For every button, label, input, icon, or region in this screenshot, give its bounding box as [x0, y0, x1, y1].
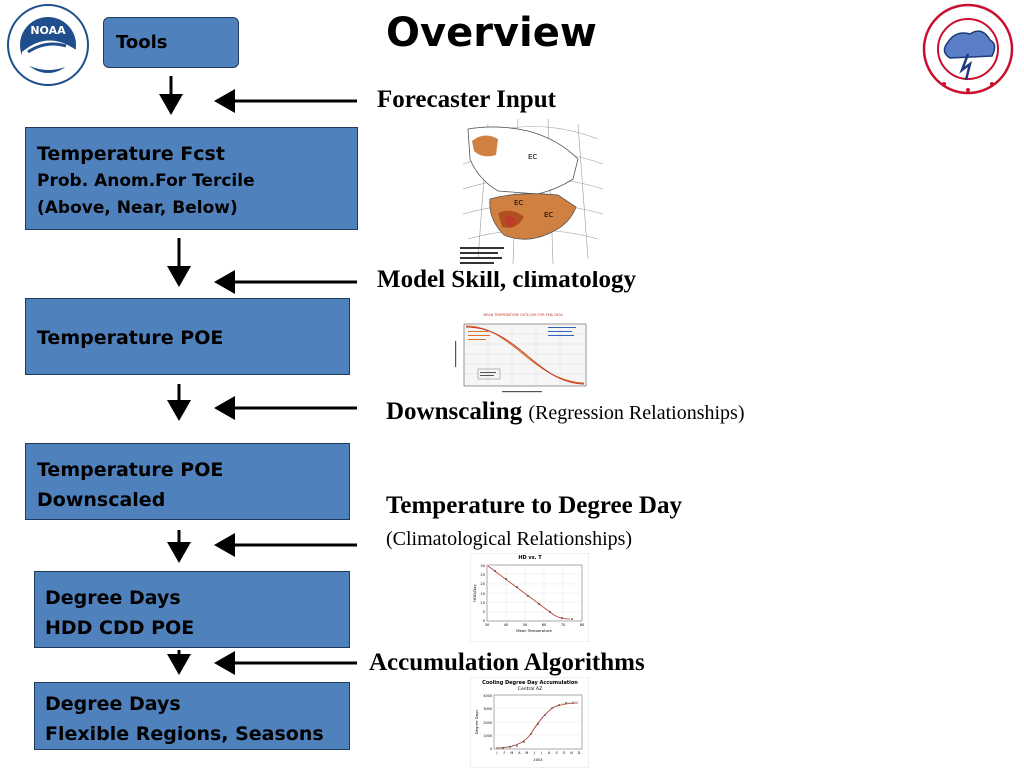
box-line: Prob. Anom.For Tercile: [37, 171, 255, 191]
accum-ytick: 4000: [483, 694, 492, 698]
hdd-xtick: 40: [504, 623, 509, 627]
page-title: Overview: [386, 10, 597, 56]
accum-month-tick: A: [518, 751, 521, 755]
accum-subtitle: Central AZ: [518, 686, 542, 692]
box-line: Downscaled: [37, 489, 166, 511]
accum-month-tick: D: [578, 751, 581, 755]
input-label-downscaling: Downscaling (Regression Relationships): [386, 398, 744, 426]
accum-month-tick: M: [510, 751, 513, 755]
flow-box-degree-days-regions: Degree Days Flexible Regions, Seasons: [34, 682, 350, 750]
noaa-logo: NOAA: [7, 4, 89, 86]
box-line: Temperature POE: [37, 459, 224, 481]
hdd-ytick: 15: [480, 592, 485, 596]
downscaling-note: (Regression Relationships): [528, 402, 745, 424]
flow-box-degree-days-hdd-cdd: Degree Days HDD CDD POE: [34, 571, 350, 648]
box-line: Temperature POE: [37, 327, 224, 349]
accum-ytick: 1000: [483, 734, 492, 738]
input-label-forecaster: Forecaster Input: [377, 86, 556, 113]
hdd-ylabel: HDD/Day: [472, 584, 477, 602]
accum-month-tick: J: [496, 751, 498, 755]
hdd-xtick: 50: [523, 623, 528, 627]
poe-chart-thumbnail: MEAN TEMPERATURE OUTLOOK FOR FMA 2004: [452, 311, 594, 398]
hdd-chart-thumbnail: HD vs. T 30 25 20 15 10 5 0 30 40 50 60 …: [470, 553, 589, 642]
flow-box-temperature-fcst: Temperature Fcst Prob. Anom.For Tercile …: [25, 127, 358, 230]
accum-ylabel: Degree Days: [474, 710, 479, 735]
accum-month-tick: S: [556, 751, 558, 755]
hdd-ytick: 20: [480, 582, 485, 586]
hdd-chart-title: HD vs. T: [518, 555, 542, 561]
hdd-ytick: 10: [480, 601, 485, 605]
input-note-climatological: (Climatological Relationships): [386, 528, 633, 550]
hdd-xtick: 30: [485, 623, 490, 627]
accum-title: Cooling Degree Day Accumulation: [482, 680, 578, 686]
accum-month-tick: M: [525, 751, 528, 755]
map-code: EC: [528, 153, 537, 161]
hdd-xtick: 80: [580, 623, 585, 627]
accum-month-tick: A: [548, 751, 551, 755]
box-line: Temperature Fcst: [37, 143, 225, 165]
hdd-ytick: 5: [483, 610, 485, 614]
accum-month-tick: O: [563, 751, 566, 755]
accum-ytick: 3000: [483, 707, 492, 711]
hdd-ytick: 0: [483, 619, 486, 623]
noaa-logo-text: NOAA: [30, 24, 66, 37]
box-line: Degree Days: [45, 587, 181, 609]
hdd-ytick: 25: [480, 573, 485, 577]
accum-month-tick: J: [540, 751, 542, 755]
cdd-accumulation-thumbnail: Cooling Degree Day Accumulation Central …: [470, 677, 589, 768]
accum-month-tick: N: [570, 751, 573, 755]
hdd-ytick: 30: [480, 564, 485, 568]
box-line: Flexible Regions, Seasons: [45, 723, 324, 745]
input-label-accumulation: Accumulation Algorithms: [369, 649, 645, 676]
accum-xlabel: 2003: [533, 758, 542, 762]
box-line: Degree Days: [45, 693, 181, 715]
hdd-xtick: 60: [542, 623, 547, 627]
accum-month-tick: F: [504, 751, 506, 755]
box-line: HDD CDD POE: [45, 617, 195, 639]
nws-logo: [922, 3, 1014, 95]
hdd-xlabel: Mean Temperature: [516, 628, 552, 633]
tools-box-label: Tools: [116, 32, 168, 53]
accum-ytick: 0: [490, 747, 492, 751]
outlook-map-thumbnail: EC EC EC: [458, 119, 608, 271]
downscaling-title: Downscaling: [386, 398, 523, 425]
hdd-xtick: 70: [561, 623, 566, 627]
flow-box-temperature-poe-downscaled: Temperature POE Downscaled: [25, 443, 350, 520]
accum-month-tick: J: [533, 751, 535, 755]
flow-box-temperature-poe: Temperature POE: [25, 298, 350, 375]
tools-box: Tools: [103, 17, 239, 68]
input-label-temp-to-dd: Temperature to Degree Day: [386, 492, 682, 519]
accum-ytick: 2000: [483, 721, 492, 725]
map-code: EC: [514, 199, 523, 207]
poe-chart-title: MEAN TEMPERATURE OUTLOOK FOR FMA 2004: [483, 313, 562, 317]
box-line: (Above, Near, Below): [37, 198, 238, 218]
map-code: EC: [544, 211, 553, 219]
